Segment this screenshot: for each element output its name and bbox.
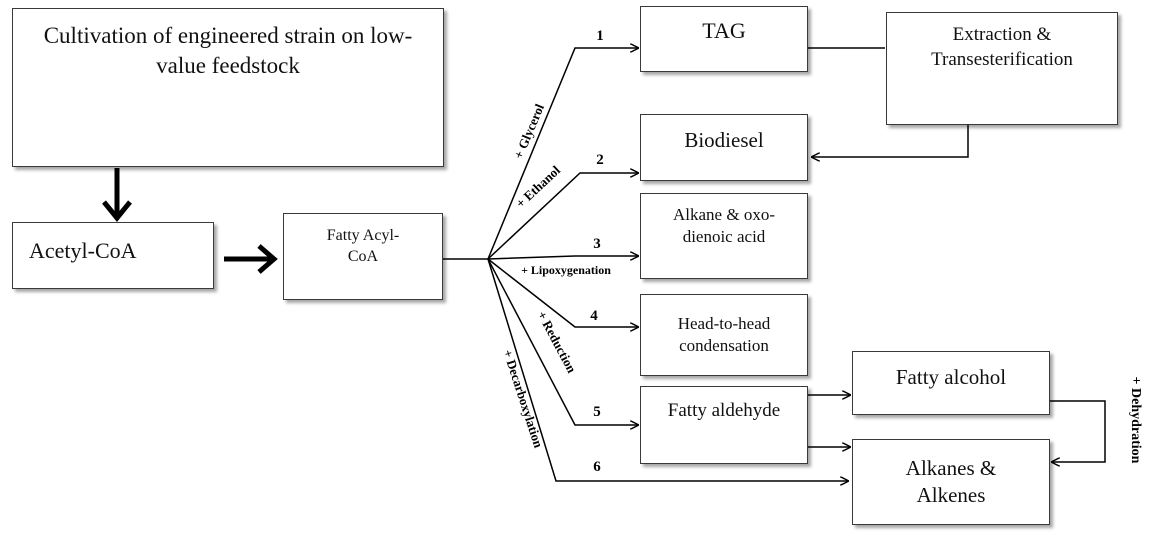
acetyl-coa-text: Acetyl-CoA xyxy=(29,238,137,263)
pathway-number-5: 5 xyxy=(593,404,601,420)
reagent-glycerol-label: + Glycerol xyxy=(511,101,548,161)
cultivation-text: Cultivation of engineered strain on low-… xyxy=(43,23,413,78)
fatty-aldehyde-text: Fatty aldehyde xyxy=(667,400,781,421)
alkane-oxo-box: Alkane & oxo-dienoic acid xyxy=(640,193,808,279)
head-to-head-box: Head-to-head condensation xyxy=(640,294,808,376)
pathway-number-4: 4 xyxy=(590,308,598,324)
branch-1-line xyxy=(487,48,638,260)
reagent-reduction-label: + Reduction xyxy=(534,308,579,376)
fatty-alcohol-box: Fatty alcohol xyxy=(852,351,1050,415)
fatty-aldehyde-box: Fatty aldehyde xyxy=(640,386,808,464)
pathway-number-1: 1 xyxy=(596,28,604,44)
acetyl-coa-box: Acetyl-CoA xyxy=(12,222,214,289)
branch-6-line xyxy=(487,258,848,481)
alkanes-alkenes-box: Alkanes & Alkenes xyxy=(852,439,1050,525)
alkane-oxo-text: Alkane & oxo-dienoic acid xyxy=(673,205,775,247)
biodiesel-box: Biodiesel xyxy=(640,114,808,181)
reagent-dehydration-label: + Dehydration xyxy=(1128,377,1143,464)
arrow-acetyl-to-fatty-acyl xyxy=(224,244,278,274)
reagent-decarboxylation-label: + Decarboxylation xyxy=(500,348,546,451)
extraction-box: Extraction & Transesterification xyxy=(886,12,1118,125)
branch-3-line xyxy=(487,256,638,259)
branch-4-line xyxy=(487,258,638,327)
fatty-acyl-coa-box: Fatty Acyl-CoA xyxy=(283,213,443,300)
cultivation-box: Cultivation of engineered strain on low-… xyxy=(12,8,444,167)
biodiesel-text: Biodiesel xyxy=(684,128,764,152)
extraction-text: Extraction & Transesterification xyxy=(931,24,1073,70)
arrow-cultivation-to-acetyl xyxy=(102,168,132,222)
tag-text: TAG xyxy=(702,18,746,43)
head-to-head-text: Head-to-head condensation xyxy=(677,313,771,355)
fatty-acyl-coa-text: Fatty Acyl-CoA xyxy=(326,227,400,265)
pathway-number-2: 2 xyxy=(596,152,604,168)
reagent-lipoxygenation-label: + Lipoxygenation xyxy=(521,263,611,277)
pathway-number-6: 6 xyxy=(593,459,601,475)
branch-5-line xyxy=(487,258,638,425)
fatty-alcohol-text: Fatty alcohol xyxy=(895,365,1007,389)
pathway-number-3: 3 xyxy=(593,236,601,252)
tag-box: TAG xyxy=(640,6,808,72)
reagent-ethanol-label: + Ethanol xyxy=(513,162,564,211)
branch-2-line xyxy=(487,173,638,260)
alcohol-to-alkanes-line xyxy=(1050,400,1106,462)
extraction-to-biodiesel-line xyxy=(812,125,969,157)
alkanes-alkenes-text: Alkanes & Alkenes xyxy=(905,455,997,507)
